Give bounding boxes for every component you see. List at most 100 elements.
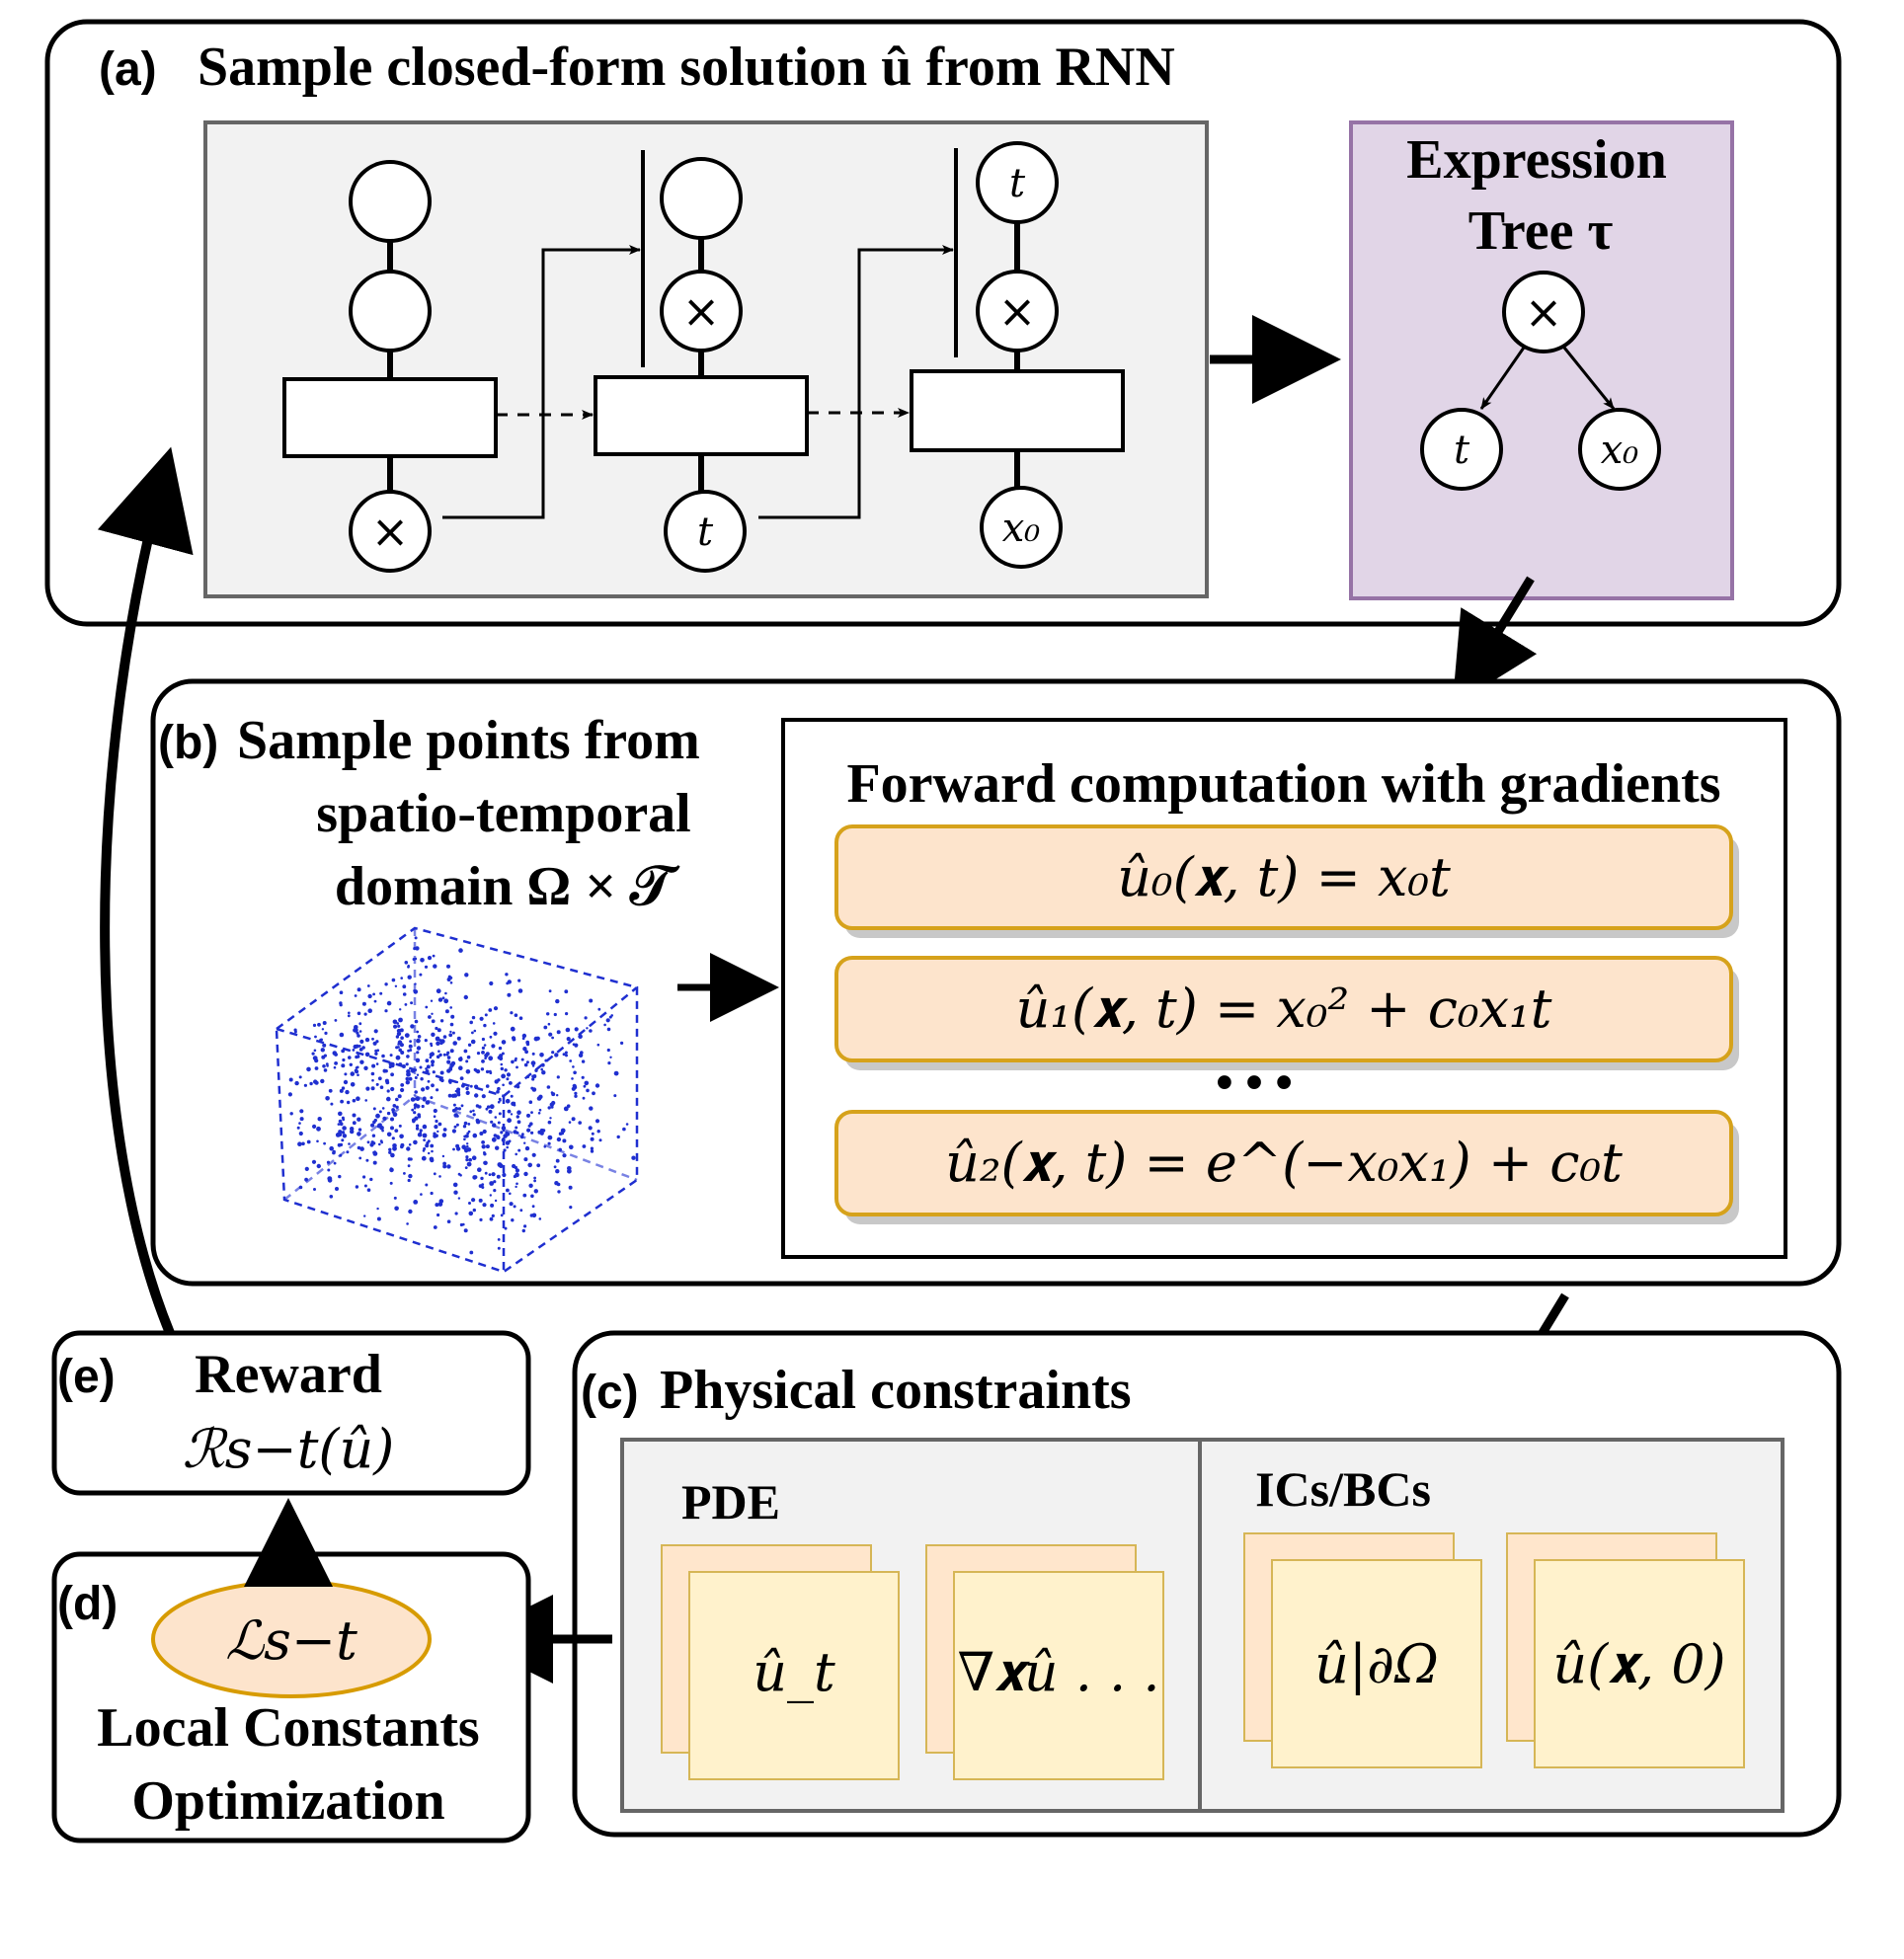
sample-point [357,1052,360,1056]
sample-point [441,1154,445,1158]
sample-point [515,1172,519,1178]
rnn-output-label: × [682,284,721,338]
sample-point [430,1096,434,1100]
sample-point [469,1110,473,1114]
sample-point [416,1073,420,1076]
sample-point [466,1132,470,1136]
sample-point [446,1219,451,1223]
pde-label: PDE [681,1474,780,1529]
sample-point [409,1157,413,1161]
sample-point [410,1001,414,1005]
sample-point [533,1179,536,1183]
sample-point [455,1080,459,1084]
sample-point [556,1182,561,1187]
sample-point [538,1108,542,1112]
sample-point [613,1070,619,1076]
sample-point [287,1092,292,1097]
sample-point [436,1041,440,1047]
sample-point [494,1199,498,1203]
sample-point [506,1145,509,1149]
sample-point [477,1167,482,1172]
sample-point [494,1116,498,1119]
sample-point [547,1135,553,1140]
sample-point [476,1052,481,1056]
sample-point [395,1105,399,1110]
sample-point [381,1129,384,1133]
sample-point [459,1222,463,1227]
sample-point [432,954,436,958]
sample-point [414,982,417,985]
sample-point [515,1168,520,1173]
sample-point [379,1085,384,1089]
sample-point [500,1131,504,1135]
sample-point [386,1096,391,1102]
sample-point [598,1138,602,1142]
sample-point [433,1225,437,1229]
sample-point [432,1070,436,1074]
sample-point [358,1030,362,1033]
sample-point [481,1051,485,1055]
sample-point [323,1141,326,1145]
sample-point [394,1129,399,1133]
sample-point [581,1075,585,1079]
sample-point [352,1113,357,1118]
tree-right-label: x₀ [1601,428,1639,473]
sample-point [357,1045,361,1048]
sample-point [497,1238,501,1241]
sample-point [531,1052,535,1056]
sample-point [562,1138,567,1143]
sample-point [392,1019,398,1025]
sample-point [293,1028,297,1032]
sample-point [540,1062,545,1067]
sample-point [456,1093,461,1097]
sample-point [538,1217,542,1220]
sample-point [513,1130,517,1135]
tree-root-label: × [1525,285,1563,339]
sample-point [367,1008,373,1013]
sample-point [609,1056,612,1059]
sample-point [439,1070,444,1075]
sample-point [361,1046,365,1050]
sample-point [357,1034,360,1038]
sample-point [488,1109,493,1114]
sample-point [452,1147,455,1151]
sample-point [571,1117,576,1122]
sample-point [329,1195,334,1199]
rnn-input-node [664,490,747,573]
sample-point [314,1058,319,1063]
sample-point [610,1014,613,1017]
sample-point [374,1052,378,1056]
sample-point [523,1224,527,1228]
sample-point [463,1147,468,1152]
sample-point [481,1140,485,1144]
sample-point [406,1146,411,1151]
sample-point [555,1158,560,1163]
sample-point [442,1164,447,1169]
sample-point [405,1080,410,1085]
sample-point [466,1147,472,1152]
sample-point [366,1140,370,1144]
sample-point [468,1202,471,1205]
sample-point [429,1056,433,1059]
sample-point [446,1051,450,1055]
sample-point [543,1145,547,1148]
sample-point [406,1222,409,1225]
sample-point [466,1144,469,1148]
sample-point [306,1066,311,1072]
sample-point [489,1216,494,1221]
sample-point [371,1063,376,1068]
sample-point [436,1055,440,1059]
sample-point [400,1087,405,1093]
sample-point [466,1055,471,1059]
sample-point [357,987,361,992]
sample-point [461,1083,465,1088]
sample-point [449,981,453,984]
sample-point [430,999,434,1002]
sample-point [384,1009,388,1013]
sample-point [463,1049,468,1054]
sample-point [386,1089,390,1093]
sample-point [442,1035,447,1039]
sample-point [299,1117,304,1122]
sample-point [483,1160,488,1166]
sample-point [338,1174,342,1179]
